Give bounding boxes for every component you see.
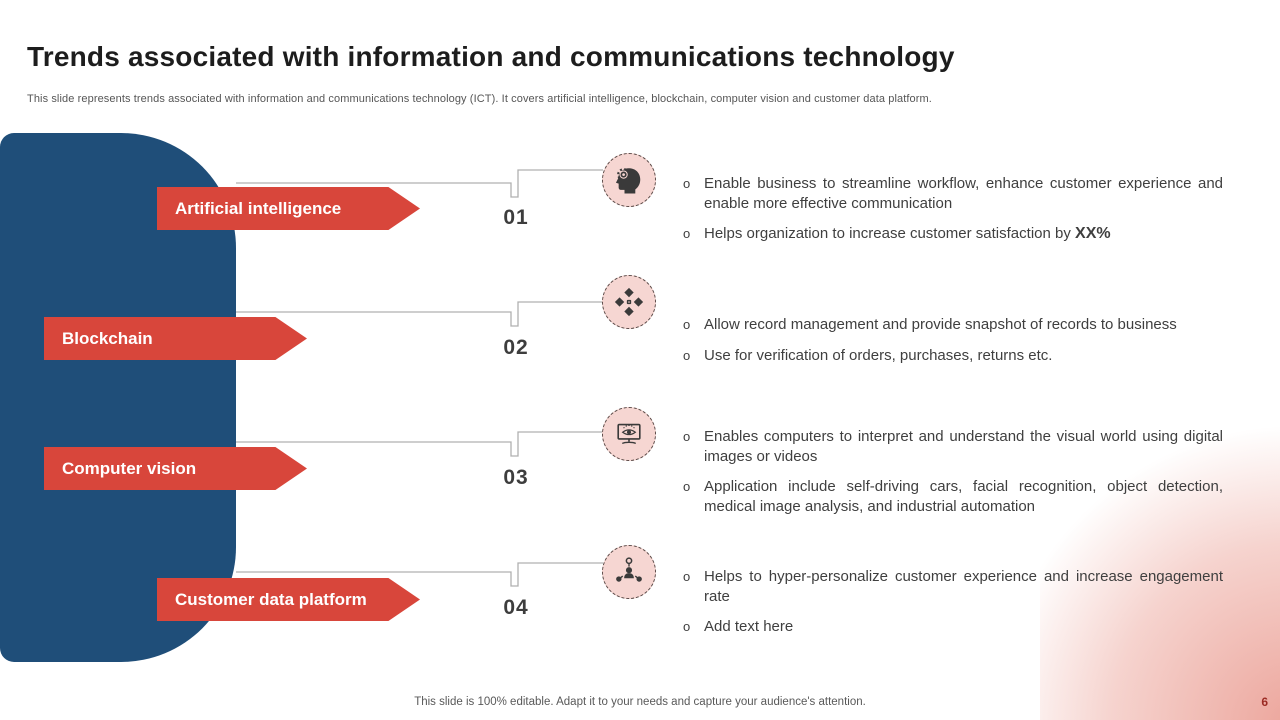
bullet-marker: o: [683, 569, 691, 584]
bullet-marker: o: [683, 619, 691, 634]
bullet-marker: o: [683, 317, 691, 332]
computer-vision-eye-icon: [617, 423, 641, 445]
trend-number-03: 03: [503, 466, 529, 489]
bullet-text: Helps to hyper-personalize customer expe…: [704, 568, 1223, 605]
trend-icon-circle-02: [602, 275, 656, 329]
trend-number-02: 02: [503, 336, 529, 359]
trend-banner-blockchain: Blockchain: [44, 317, 307, 360]
bullet-text: Add text here: [704, 618, 794, 635]
customer-data-network-icon: [616, 557, 642, 582]
bullet-marker: o: [683, 429, 691, 444]
trend-number-04: 04: [503, 596, 529, 619]
trend-icon-circle-03: [602, 407, 656, 461]
trend-number-01: 01: [503, 206, 529, 229]
bullet-bold-value: XX%: [1075, 225, 1111, 242]
slide-description: This slide represents trends associated …: [27, 93, 932, 105]
bullet-marker: o: [683, 347, 691, 363]
bullet-text: Enable business to streamline workflow, …: [704, 175, 1223, 212]
bullet-item: o Helps organization to increase custome…: [683, 224, 1223, 244]
trend-icon-circle-04: [602, 545, 656, 599]
page-number: 6: [1261, 695, 1268, 709]
bullet-text: Enables computers to interpret and under…: [704, 428, 1223, 465]
trend-icon-circle-01: [602, 153, 656, 207]
bullet-item: o Enables computers to interpret and und…: [683, 427, 1223, 466]
bullet-marker: o: [683, 479, 691, 494]
corner-gradient-decoration: [1040, 410, 1280, 720]
trend-bullets-customer-data-platform: o Helps to hyper-personalize customer ex…: [683, 567, 1223, 648]
ai-head-gear-icon: [615, 168, 641, 194]
trend-banner-customer-data-platform: Customer data platform: [157, 578, 420, 621]
bullet-item: o Application include self-driving cars,…: [683, 477, 1223, 516]
bullet-text: Application include self-driving cars, f…: [704, 478, 1223, 515]
bullet-text: Allow record management and provide snap…: [704, 316, 1177, 333]
bullet-item: o Enable business to streamline workflow…: [683, 174, 1223, 213]
bullet-text: Helps organization to increase customer …: [704, 225, 1076, 242]
trend-bullets-blockchain: o Allow record management and provide sn…: [683, 315, 1223, 376]
page-title: Trends associated with information and c…: [27, 40, 955, 72]
bullet-item: o Allow record management and provide sn…: [683, 315, 1223, 335]
trend-banner-artificial-intelligence: Artificial intelligence: [157, 187, 420, 230]
bullet-marker: o: [683, 176, 691, 191]
bullet-marker: o: [683, 226, 691, 241]
trend-bullets-artificial-intelligence: o Enable business to streamline workflow…: [683, 174, 1223, 255]
bullet-item: o Helps to hyper-personalize customer ex…: [683, 567, 1223, 606]
bullet-item: o Add text here: [683, 617, 1223, 637]
blockchain-cubes-icon: [614, 287, 644, 317]
trend-bullets-computer-vision: o Enables computers to interpret and und…: [683, 427, 1223, 527]
bullet-item: o Use for verification of orders, purcha…: [683, 346, 1223, 366]
bullet-text: Use for verification of orders, purchase…: [704, 346, 1053, 364]
trend-banner-computer-vision: Computer vision: [44, 447, 307, 490]
footer-note: This slide is 100% editable. Adapt it to…: [414, 696, 866, 708]
